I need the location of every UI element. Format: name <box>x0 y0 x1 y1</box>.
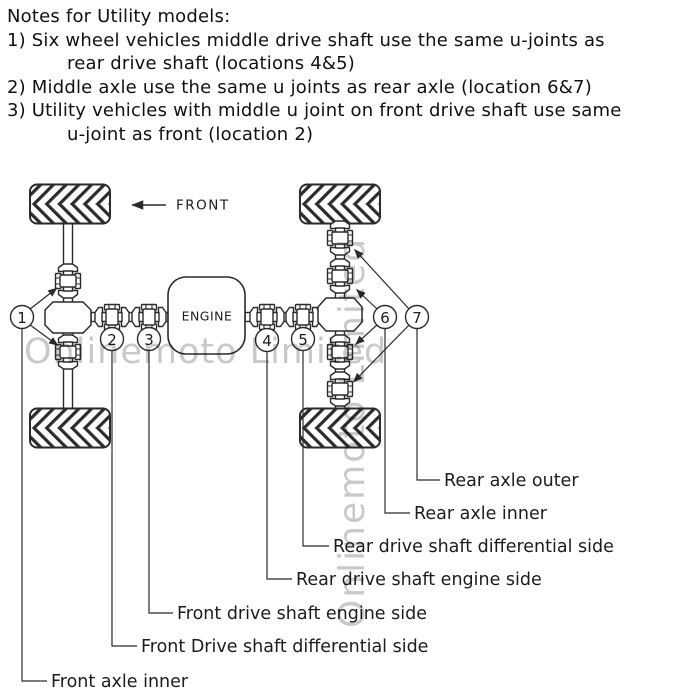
watermark-horizontal: Onlinemoto Limited <box>24 332 387 372</box>
front-left-tire <box>30 185 110 224</box>
front-direction: FRONT <box>131 198 230 214</box>
front-label: FRONT <box>176 198 230 214</box>
engine-label: ENGINE <box>182 309 233 324</box>
note-line-3b: u-joint as front (location 2) <box>67 123 314 145</box>
u-joint-2 <box>94 303 130 331</box>
callout-circle-5 <box>290 326 316 352</box>
watermark-vertical: Onlinemoto Limited <box>332 237 373 628</box>
callout-circle-4 <box>254 327 280 353</box>
rear-left-tire <box>300 185 380 224</box>
callout-labels: Rear axle outer Rear axle inner Rear dri… <box>51 471 614 692</box>
arrow-7-upper <box>354 249 410 310</box>
label-rear-drive-shaft-engine-side: Rear drive shaft engine side <box>296 570 542 590</box>
note-line-1b: rear drive shaft (locations 4&5) <box>67 53 356 74</box>
leader-3 <box>148 350 173 614</box>
engine: ENGINE <box>167 276 246 355</box>
label-front-drive-shaft-engine-side: Front drive shaft engine side <box>177 604 427 624</box>
callout-circles: 1 2 3 4 5 6 7 <box>9 304 430 353</box>
rear-differential <box>317 297 363 332</box>
leader-6 <box>384 328 410 514</box>
leader-4 <box>266 351 292 580</box>
callout-number-4: 4 <box>262 332 272 350</box>
arrow-1-upper <box>29 287 58 310</box>
notes-title: Notes for Utility models: <box>7 6 231 27</box>
callout-number-1: 1 <box>17 309 27 327</box>
label-front-axle-inner: Front axle inner <box>51 672 189 692</box>
label-front-drive-shaft-differential-side: Front Drive shaft differential side <box>141 637 428 657</box>
u-joint-4 <box>249 303 285 331</box>
callout-number-6: 6 <box>380 309 390 327</box>
label-rear-drive-shaft-differential-side: Rear drive shaft differential side <box>333 537 614 557</box>
label-rear-axle-inner: Rear axle inner <box>414 504 548 524</box>
callout-number-3: 3 <box>144 331 154 349</box>
callout-number-5: 5 <box>298 331 308 349</box>
arrow-6-lower <box>355 324 378 345</box>
leader-2 <box>111 350 137 647</box>
front-right-tire <box>30 409 110 448</box>
front-differential <box>44 301 92 334</box>
callout-number-7: 7 <box>412 309 422 327</box>
note-line-1: 1) Six wheel vehicles middle drive shaft… <box>7 29 605 51</box>
callout-circle-1 <box>9 304 35 330</box>
leader-lines <box>21 328 440 682</box>
leader-5 <box>302 350 329 547</box>
leader-1 <box>21 328 47 682</box>
arrow-1-lower <box>29 324 59 346</box>
arrow-7-lower <box>353 324 410 383</box>
u-joint-3 <box>131 303 167 331</box>
callout-circle-3 <box>136 326 162 352</box>
callout-arrows <box>29 249 410 383</box>
leader-7 <box>416 328 440 481</box>
callout-number-2: 2 <box>107 331 117 349</box>
notes-block: Notes for Utility models: 1) Six wheel v… <box>7 5 697 146</box>
note-line-3: 3) Utility vehicles with middle u joint … <box>7 100 622 121</box>
callout-circle-7 <box>404 304 430 330</box>
u-joint-5 <box>285 303 321 331</box>
u-joint-front-axle-upper <box>54 263 82 299</box>
callout-circle-2 <box>99 326 125 352</box>
arrow-6-upper <box>356 289 378 310</box>
callout-circle-6 <box>372 304 398 330</box>
label-rear-axle-outer: Rear axle outer <box>444 471 579 491</box>
note-line-2: 2) Middle axle use the same u joints as … <box>7 76 592 98</box>
